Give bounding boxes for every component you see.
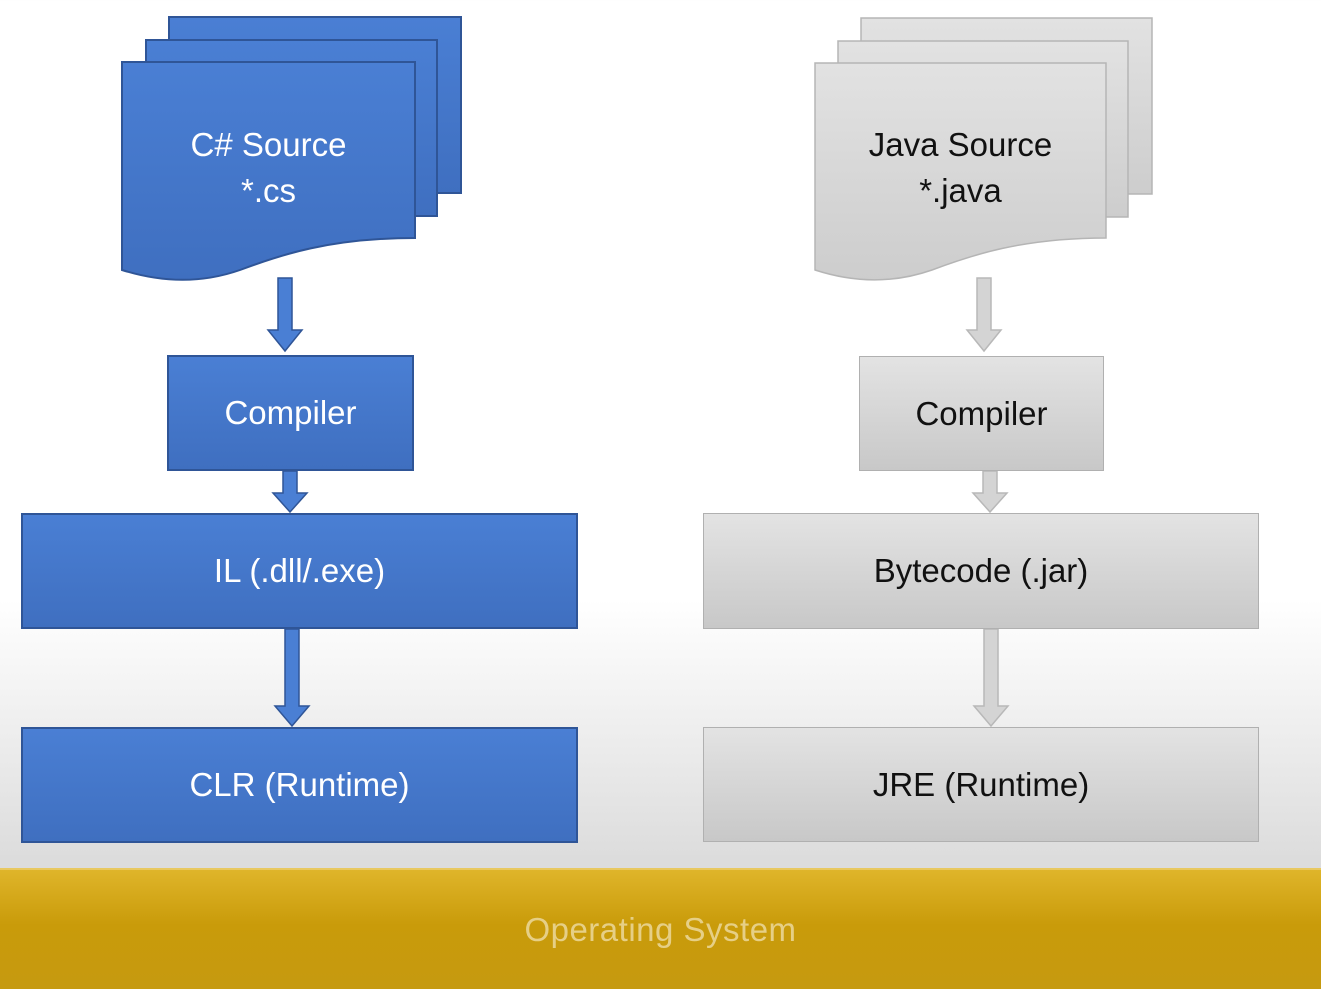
java-compiler-label: Compiler xyxy=(915,394,1048,432)
csharp-doc-page-front xyxy=(121,61,416,281)
java-jre-label: JRE (Runtime) xyxy=(872,765,1090,803)
java-compiler-box: Compiler xyxy=(859,356,1104,471)
csharp-compiler-box: Compiler xyxy=(167,355,414,471)
java-arrow-bytecode-to-jre xyxy=(972,628,1010,728)
java-arrow-source-to-compiler xyxy=(965,277,1003,353)
csharp-source-title: C# Source xyxy=(190,126,347,163)
java-bytecode-label: Bytecode (.jar) xyxy=(873,552,1089,589)
csharp-il-box: IL (.dll/.exe) xyxy=(21,513,578,629)
csharp-arrow-source-to-compiler xyxy=(266,277,304,353)
java-source-title: Java Source xyxy=(868,126,1053,163)
csharp-arrow-il-to-clr xyxy=(273,628,311,728)
java-doc-page-front xyxy=(814,62,1107,281)
csharp-il-label: IL (.dll/.exe) xyxy=(213,552,386,589)
java-source-extension: *.java xyxy=(919,172,1002,209)
java-bytecode-box: Bytecode (.jar) xyxy=(703,513,1259,629)
csharp-clr-box: CLR (Runtime) xyxy=(21,727,578,843)
java-jre-box: JRE (Runtime) xyxy=(703,727,1259,842)
csharp-source-extension: *.cs xyxy=(240,172,296,209)
operating-system-bar: Operating System xyxy=(0,868,1321,989)
java-source-label: Java Source *.java xyxy=(815,122,1106,214)
csharp-source-label: C# Source *.cs xyxy=(122,122,415,214)
csharp-compiler-label: Compiler xyxy=(224,394,357,431)
csharp-clr-label: CLR (Runtime) xyxy=(189,766,410,803)
csharp-arrow-compiler-to-il xyxy=(271,470,309,514)
java-arrow-compiler-to-bytecode xyxy=(971,470,1009,514)
operating-system-label: Operating System xyxy=(524,910,797,948)
